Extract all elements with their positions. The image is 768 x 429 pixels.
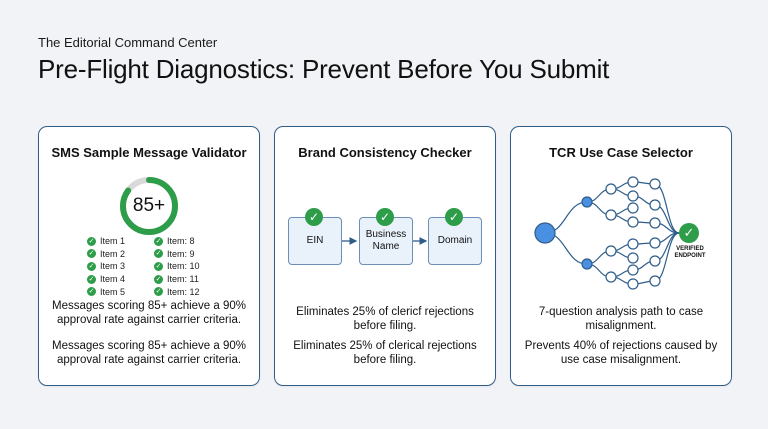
eyebrow: The Editorial Command Center	[38, 35, 218, 50]
tree-node	[649, 255, 661, 267]
brand-checker-card: Brand Consistency Checker EIN Business N…	[274, 126, 496, 386]
check-item: ✓Item 1	[87, 236, 126, 247]
check-icon: ✓	[154, 287, 163, 297]
check-icon: ✓	[305, 208, 323, 226]
tcr-selector-card: TCR Use Case Selector ✓ VERIFIED ENDPOIN…	[510, 126, 732, 386]
score-ring	[120, 177, 178, 235]
tree-node	[649, 237, 661, 249]
check-item: ✓Item: 12	[154, 286, 200, 297]
sms-validator-card: SMS Sample Message Validator 85+ ✓Item 1…	[38, 126, 260, 386]
card-title: TCR Use Case Selector	[549, 145, 693, 160]
check-icon: ✓	[679, 223, 699, 243]
decision-tree	[534, 176, 680, 290]
check-item: ✓Item 3	[87, 261, 126, 272]
check-item: ✓Item 2	[87, 248, 126, 259]
flow-step-domain: Domain	[428, 217, 482, 265]
check-icon: ✓	[87, 236, 96, 246]
tree-node	[627, 238, 639, 250]
tree-node	[649, 275, 661, 287]
card-description: 7-question analysis path to case misalig…	[538, 306, 704, 332]
checklist-left: ✓Item 1 ✓Item 2 ✓Item 3 ✓Item 4 ✓Item 5	[87, 235, 125, 298]
tree-node	[649, 217, 661, 229]
check-icon: ✓	[154, 274, 163, 284]
check-icon: ✓	[87, 261, 96, 271]
card-description: Eliminates 25% of clerical rejections be…	[293, 340, 477, 366]
tree-node	[581, 196, 593, 208]
page-title: Pre-Flight Diagnostics: Prevent Before Y…	[38, 54, 610, 84]
checklist-right: ✓Item: 8 ✓Item: 9 ✓Item: 10 ✓Item: 11 ✓I…	[154, 235, 200, 298]
card-description: Messages scoring 85+ achieve a 90% appro…	[51, 300, 247, 326]
card-description: Eliminates 25% of clericf rejections bef…	[296, 306, 474, 332]
check-item: ✓Item 4	[87, 274, 126, 285]
card-title: Brand Consistency Checker	[298, 145, 472, 160]
check-item: ✓Item: 8	[154, 236, 195, 247]
tree-node	[581, 258, 593, 270]
tree-node	[627, 264, 639, 276]
check-icon: ✓	[154, 261, 163, 271]
check-icon: ✓	[154, 249, 163, 259]
score-value: 85+	[132, 195, 166, 216]
tree-node	[605, 271, 617, 283]
tree-node	[627, 252, 639, 264]
check-icon: ✓	[154, 236, 163, 246]
card-description: Messages scoring 85+ achieve a 90% appro…	[51, 340, 247, 366]
check-item: ✓Item: 9	[154, 248, 195, 259]
tree-node	[627, 190, 639, 202]
flow-step-ein: EIN	[288, 217, 342, 265]
tree-node	[627, 176, 639, 188]
tree-node	[605, 245, 617, 257]
tree-node	[649, 199, 661, 211]
check-icon: ✓	[87, 249, 96, 259]
check-icon: ✓	[87, 274, 96, 284]
check-item: ✓Item: 11	[154, 274, 199, 285]
root-node	[534, 222, 556, 244]
flow-arrows	[341, 237, 428, 245]
tree-node	[627, 216, 639, 228]
endpoint-label: VERIFIED ENDPOINT	[674, 246, 706, 259]
check-icon: ✓	[376, 208, 394, 226]
card-description: Prevents 40% of rejections caused by use…	[524, 340, 718, 366]
tree-node	[605, 183, 617, 195]
check-item: ✓Item: 10	[154, 261, 200, 272]
tree-node	[605, 209, 617, 221]
tree-node	[627, 278, 639, 290]
tree-node	[627, 202, 639, 214]
tree-node	[649, 178, 661, 190]
check-icon: ✓	[87, 287, 96, 297]
card-title: SMS Sample Message Validator	[51, 145, 247, 160]
check-item: ✓Item 5	[87, 286, 126, 297]
check-icon: ✓	[445, 208, 463, 226]
